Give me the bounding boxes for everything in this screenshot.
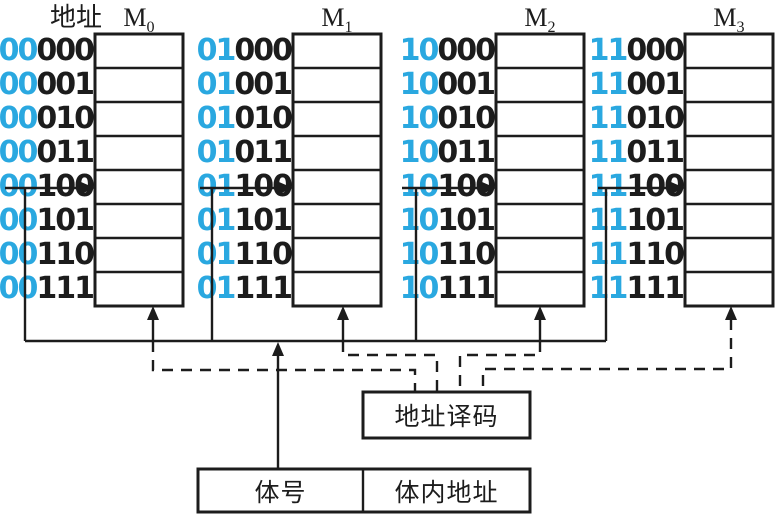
- address-label: 10010: [399, 101, 496, 136]
- memory-bank-m3-box: [683, 32, 775, 308]
- address-list-m1: 01000 01001 01010 01011 01100 01101 0111…: [195, 33, 293, 306]
- bank-m1-header: M1: [297, 3, 377, 37]
- memory-bank-m0-box: [93, 32, 185, 308]
- address-label: 01110: [196, 237, 293, 272]
- bank-select-line-m1: [337, 306, 439, 392]
- address-decoder-label: 地址译码: [394, 404, 499, 431]
- bank-number-field: 体号: [254, 479, 307, 507]
- address-label: 11011: [588, 135, 685, 170]
- bank-m0-subscript: 0: [146, 19, 155, 37]
- address-label: 11110: [588, 237, 685, 272]
- address-label: 10111: [399, 271, 496, 306]
- address-label: 11111: [588, 271, 685, 306]
- address-label: 10101: [399, 203, 496, 238]
- bank-m3-name: M: [713, 3, 737, 32]
- address-label: 10000: [399, 33, 496, 68]
- bank-m1-subscript: 1: [344, 19, 353, 37]
- address-list-m0: 00000 00001 00010 00011 00100 00101 0011…: [0, 33, 95, 306]
- address-label: 01000: [196, 33, 293, 68]
- address-label-selected-row: 01100: [196, 169, 293, 204]
- address-label: 00001: [0, 67, 95, 102]
- bank-m3-header: M3: [689, 3, 769, 37]
- address-label: 01010: [196, 101, 293, 136]
- address-label: 01111: [196, 271, 293, 306]
- address-label: 11010: [588, 101, 685, 136]
- address-label: 00101: [0, 203, 95, 238]
- address-label-selected-row: 10100: [399, 169, 496, 204]
- address-label: 00111: [0, 271, 95, 306]
- address-label: 00010: [0, 101, 95, 136]
- address-list-m3: 11000 11001 11010 11011 11100 11101 1111…: [587, 33, 685, 306]
- address-label: 01001: [196, 67, 293, 102]
- bank-number-arrow: [272, 342, 284, 469]
- address-label: 00110: [0, 237, 95, 272]
- bank-m0-name: M: [123, 3, 147, 32]
- address-label: 00000: [0, 33, 95, 68]
- address-label: 00011: [0, 135, 95, 170]
- address-label-selected-row: 11100: [588, 169, 685, 204]
- bank-m2-header: M2: [500, 3, 580, 37]
- address-label: 11101: [588, 203, 685, 238]
- address-list-m2: 10000 10001 10010 10011 10100 10101 1011…: [398, 33, 496, 306]
- address-label: 10110: [399, 237, 496, 272]
- memory-bank-m2-box: [494, 32, 586, 308]
- in-bank-address-field: 体内地址: [394, 479, 499, 507]
- bank-select-line-m3: [481, 306, 737, 392]
- address-label: 11000: [588, 33, 685, 68]
- bank-m0-header: M0: [99, 3, 179, 37]
- bank-m1-name: M: [321, 3, 345, 32]
- bank-select-line-m2: [458, 306, 546, 392]
- bank-select-line-m0: [147, 306, 417, 392]
- address-column-header: 地址: [49, 3, 102, 32]
- bank-m3-subscript: 3: [736, 19, 745, 37]
- address-label: 11001: [588, 67, 685, 102]
- bank-m2-name: M: [524, 3, 548, 32]
- address-label-selected-row: 00100: [0, 169, 95, 204]
- address-label: 01101: [196, 203, 293, 238]
- memory-bank-m1-box: [291, 32, 383, 308]
- address-label: 10011: [399, 135, 496, 170]
- address-label: 01011: [196, 135, 293, 170]
- address-label: 10001: [399, 67, 496, 102]
- bank-m2-subscript: 2: [547, 19, 556, 37]
